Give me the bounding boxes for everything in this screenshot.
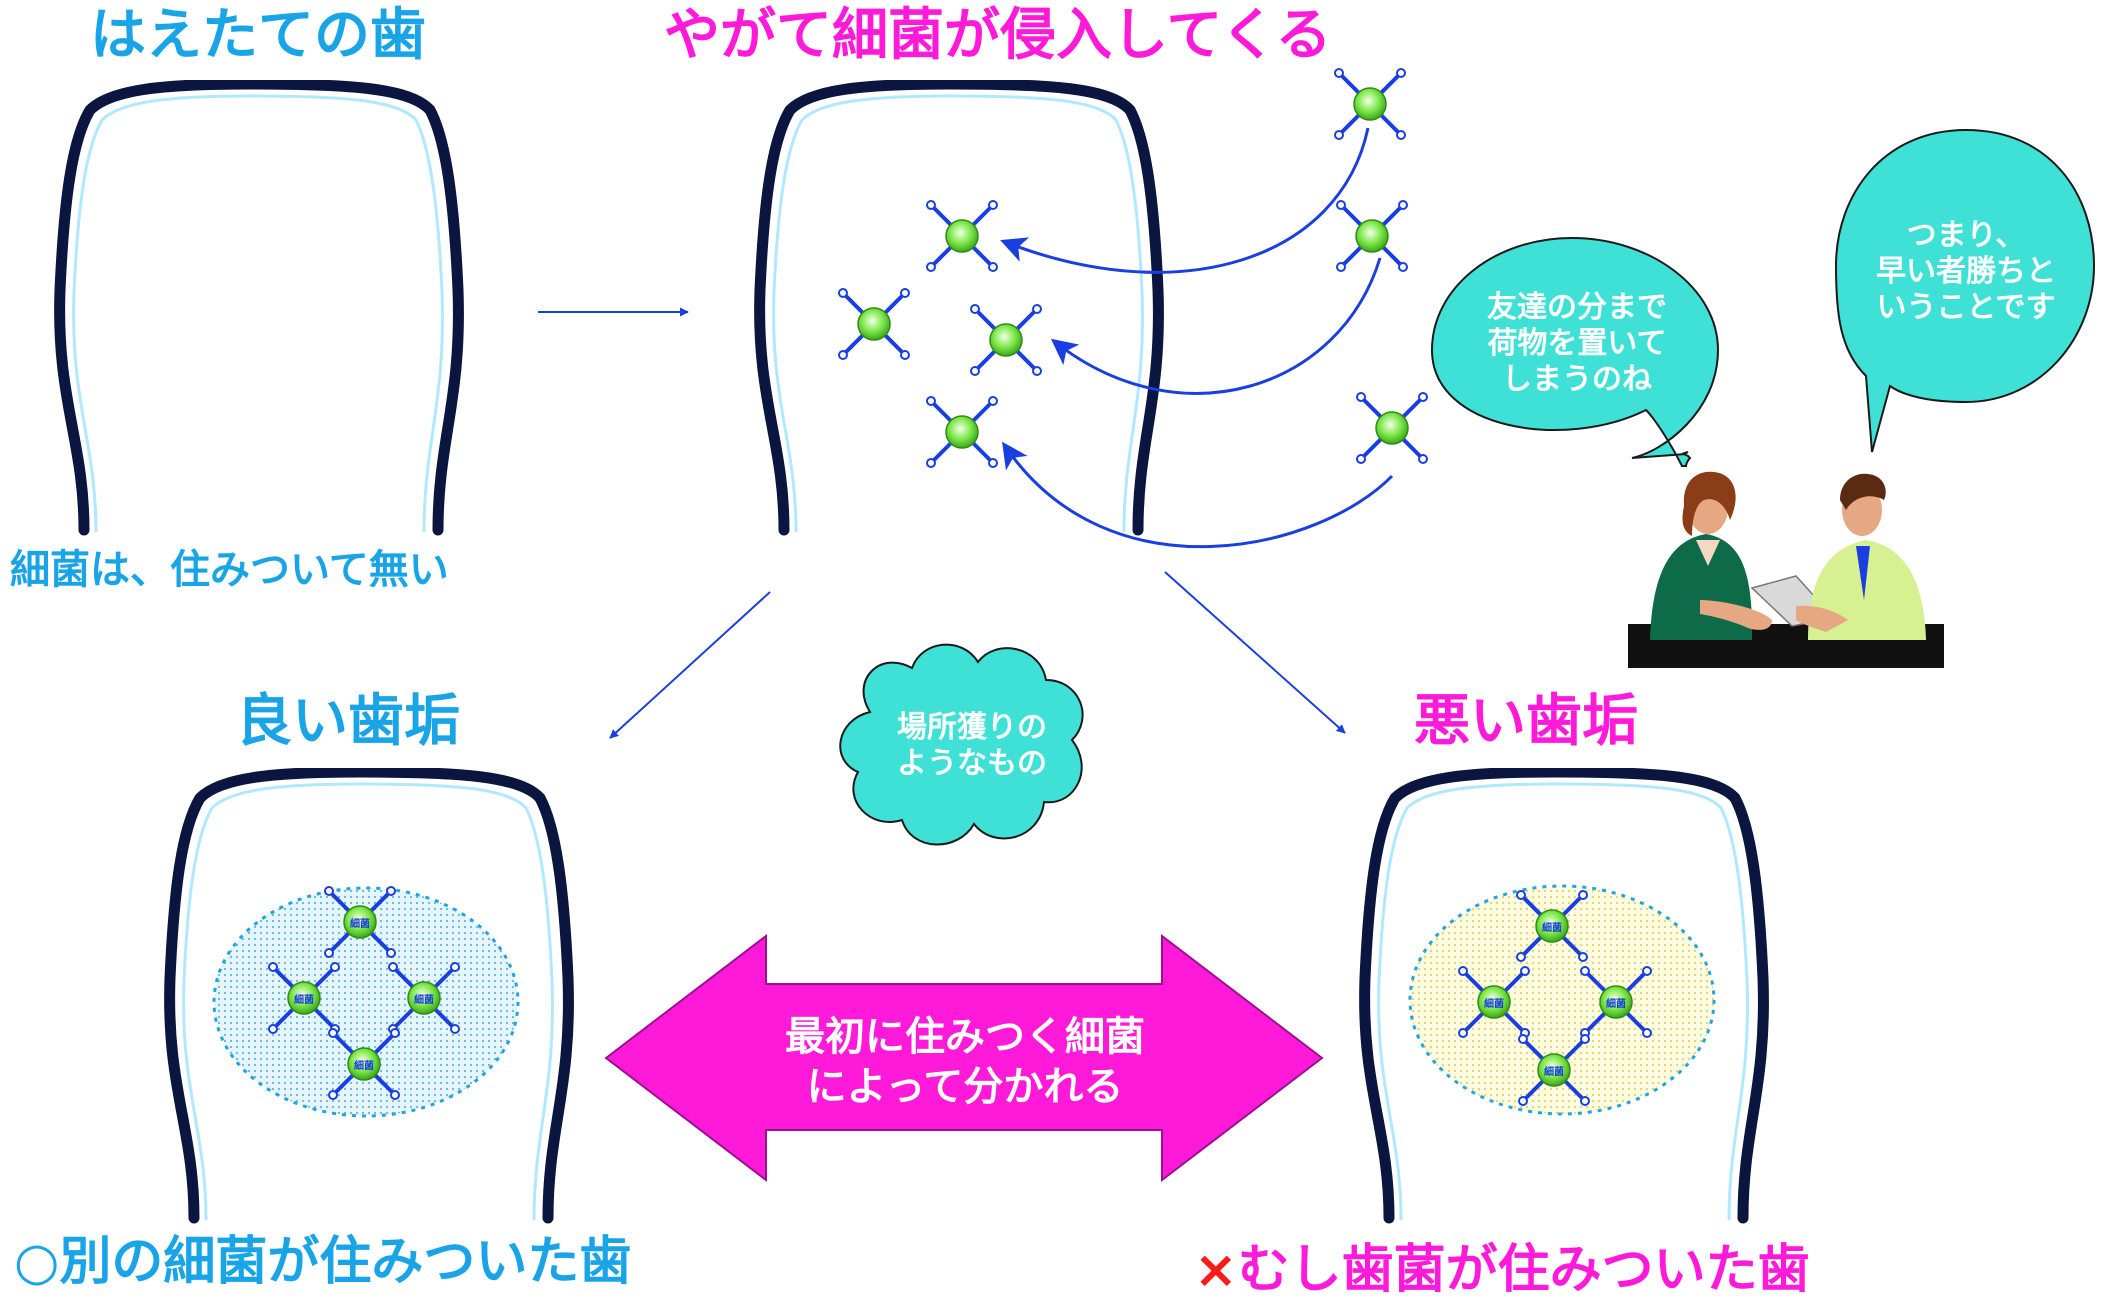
bubble-man-line-3: いうことです [1876, 290, 2056, 325]
bubble-woman-line-3: しまうのね [1502, 362, 1652, 397]
curved-arrow-1 [1000, 127, 1370, 274]
title-bacteria-invade: やがて細菌が侵入してくる [664, 3, 1332, 68]
caption-bad-tooth-text: むし歯菌が住みついた歯 [1237, 1240, 1810, 1300]
bubble-man-line-1: つまり、 [1906, 218, 2026, 253]
bacterium-icon [925, 199, 999, 273]
speech-bubble-woman [1430, 236, 1720, 467]
bacteria-badge: 細菌 [1606, 997, 1626, 1010]
cloud-bubble [839, 643, 1084, 846]
cross-mark-icon: × [1194, 1240, 1238, 1300]
speech-bubble-man [1834, 128, 2096, 453]
bad-plaque-area [1408, 884, 1716, 1116]
bacteria-badge: 細菌 [1542, 921, 1562, 934]
caption-good-tooth-text: 別の細菌が住みついた歯 [59, 1232, 632, 1292]
bubble-man-line-2: 早い者勝ちと [1876, 254, 2056, 289]
bacterium-icon [1335, 199, 1409, 273]
bacterium-icon [837, 287, 911, 361]
good-plaque-area [212, 886, 520, 1118]
bacterium-icon [1333, 67, 1407, 141]
double-arrow-text: 最初に住みつく細菌 によって分かれる [740, 1012, 1190, 1112]
bacterium-icon [1355, 391, 1429, 465]
bacteria-badge: 細菌 [1544, 1065, 1564, 1078]
bacteria-badge: 細菌 [414, 993, 434, 1006]
title-good-plaque: 良い歯垢 [236, 689, 460, 754]
tooth-top-left [60, 84, 459, 532]
bacteria-badge: 細菌 [350, 917, 370, 930]
cloud-line-1: 場所獲りの [897, 710, 1047, 745]
arrow-down-right [1164, 571, 1346, 734]
bacteria-badge: 細菌 [1484, 997, 1504, 1010]
bacteria-badge: 細菌 [354, 1059, 374, 1072]
bacterium-icon [925, 395, 999, 469]
double-arrow-line-1: 最初に住みつく細菌 [785, 1014, 1145, 1060]
bubble-woman-line-1: 友達の分まで [1487, 290, 1667, 325]
bubble-man-text: つまり、 早い者勝ちと いうことです [1846, 218, 2086, 326]
caption-bad-tooth: ×むし歯菌が住みついた歯 [1194, 1244, 1810, 1296]
cloud-line-2: ようなもの [897, 746, 1047, 781]
title-new-tooth: はえたての歯 [90, 3, 426, 68]
bacteria-badge: 細菌 [294, 993, 314, 1006]
double-arrow-line-2: によって分かれる [806, 1064, 1124, 1110]
curved-arrow-3 [1002, 441, 1394, 549]
bubble-woman-line-2: 荷物を置いて [1487, 326, 1667, 361]
caption-good-tooth: ○別の細菌が住みついた歯 [14, 1236, 631, 1288]
tooth-top-middle [760, 84, 1159, 532]
curved-arrow-2 [1050, 257, 1382, 395]
bubble-woman-text: 友達の分まで 荷物を置いて しまうのね [1452, 290, 1702, 398]
double-arrow [604, 933, 1324, 1183]
caption-no-bacteria: 細菌は、住みついて無い [10, 547, 449, 593]
arrow-down-left [609, 591, 771, 739]
title-bad-plaque: 悪い歯垢 [1414, 689, 1638, 754]
bacterium-icon [969, 303, 1043, 377]
cloud-text: 場所獲りの ようなもの [872, 710, 1072, 782]
people-meeting [1628, 471, 1944, 668]
circle-mark-icon: ○ [14, 1232, 60, 1292]
